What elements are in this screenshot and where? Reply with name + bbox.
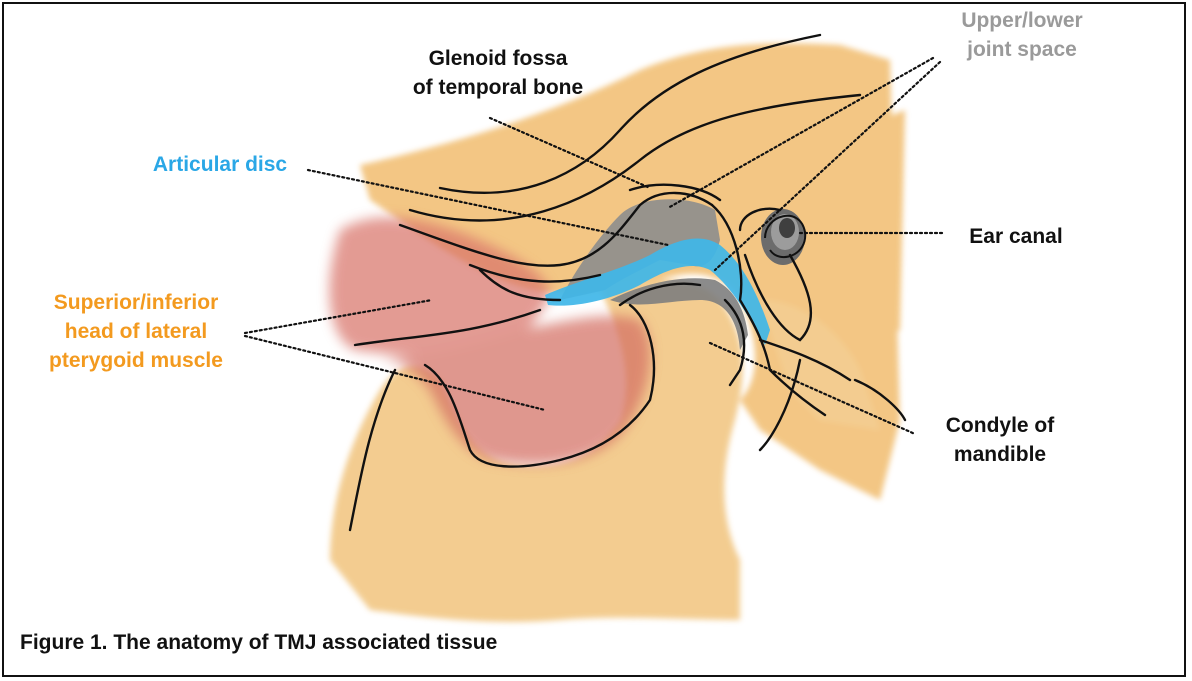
label-joint-space: Upper/lower joint space (932, 6, 1112, 64)
label-ear-canal: Ear canal (946, 222, 1086, 251)
label-glenoid-fossa: Glenoid fossa of temporal bone (383, 44, 613, 102)
label-condyle-line-1: Condyle of (915, 411, 1085, 440)
label-articular-disc-line-1: Articular disc (125, 150, 315, 179)
label-lateral-pterygoid: Superior/inferior head of lateral pteryg… (20, 288, 252, 375)
label-condyle-line-2: mandible (915, 440, 1085, 469)
label-articular-disc: Articular disc (125, 150, 315, 179)
label-joint-space-line-1: Upper/lower (932, 6, 1112, 35)
label-glenoid-fossa-line-1: Glenoid fossa (383, 44, 613, 73)
label-glenoid-fossa-line-2: of temporal bone (383, 73, 613, 102)
label-condyle: Condyle of mandible (915, 411, 1085, 469)
figure-caption: Figure 1. The anatomy of TMJ associated … (20, 631, 497, 655)
ear-canal (761, 209, 805, 265)
label-joint-space-line-2: joint space (932, 35, 1112, 64)
label-lateral-pterygoid-line-2: head of lateral (20, 317, 252, 346)
label-lateral-pterygoid-line-3: pterygoid muscle (20, 346, 252, 375)
label-lateral-pterygoid-line-1: Superior/inferior (20, 288, 252, 317)
label-ear-canal-line-1: Ear canal (946, 222, 1086, 251)
